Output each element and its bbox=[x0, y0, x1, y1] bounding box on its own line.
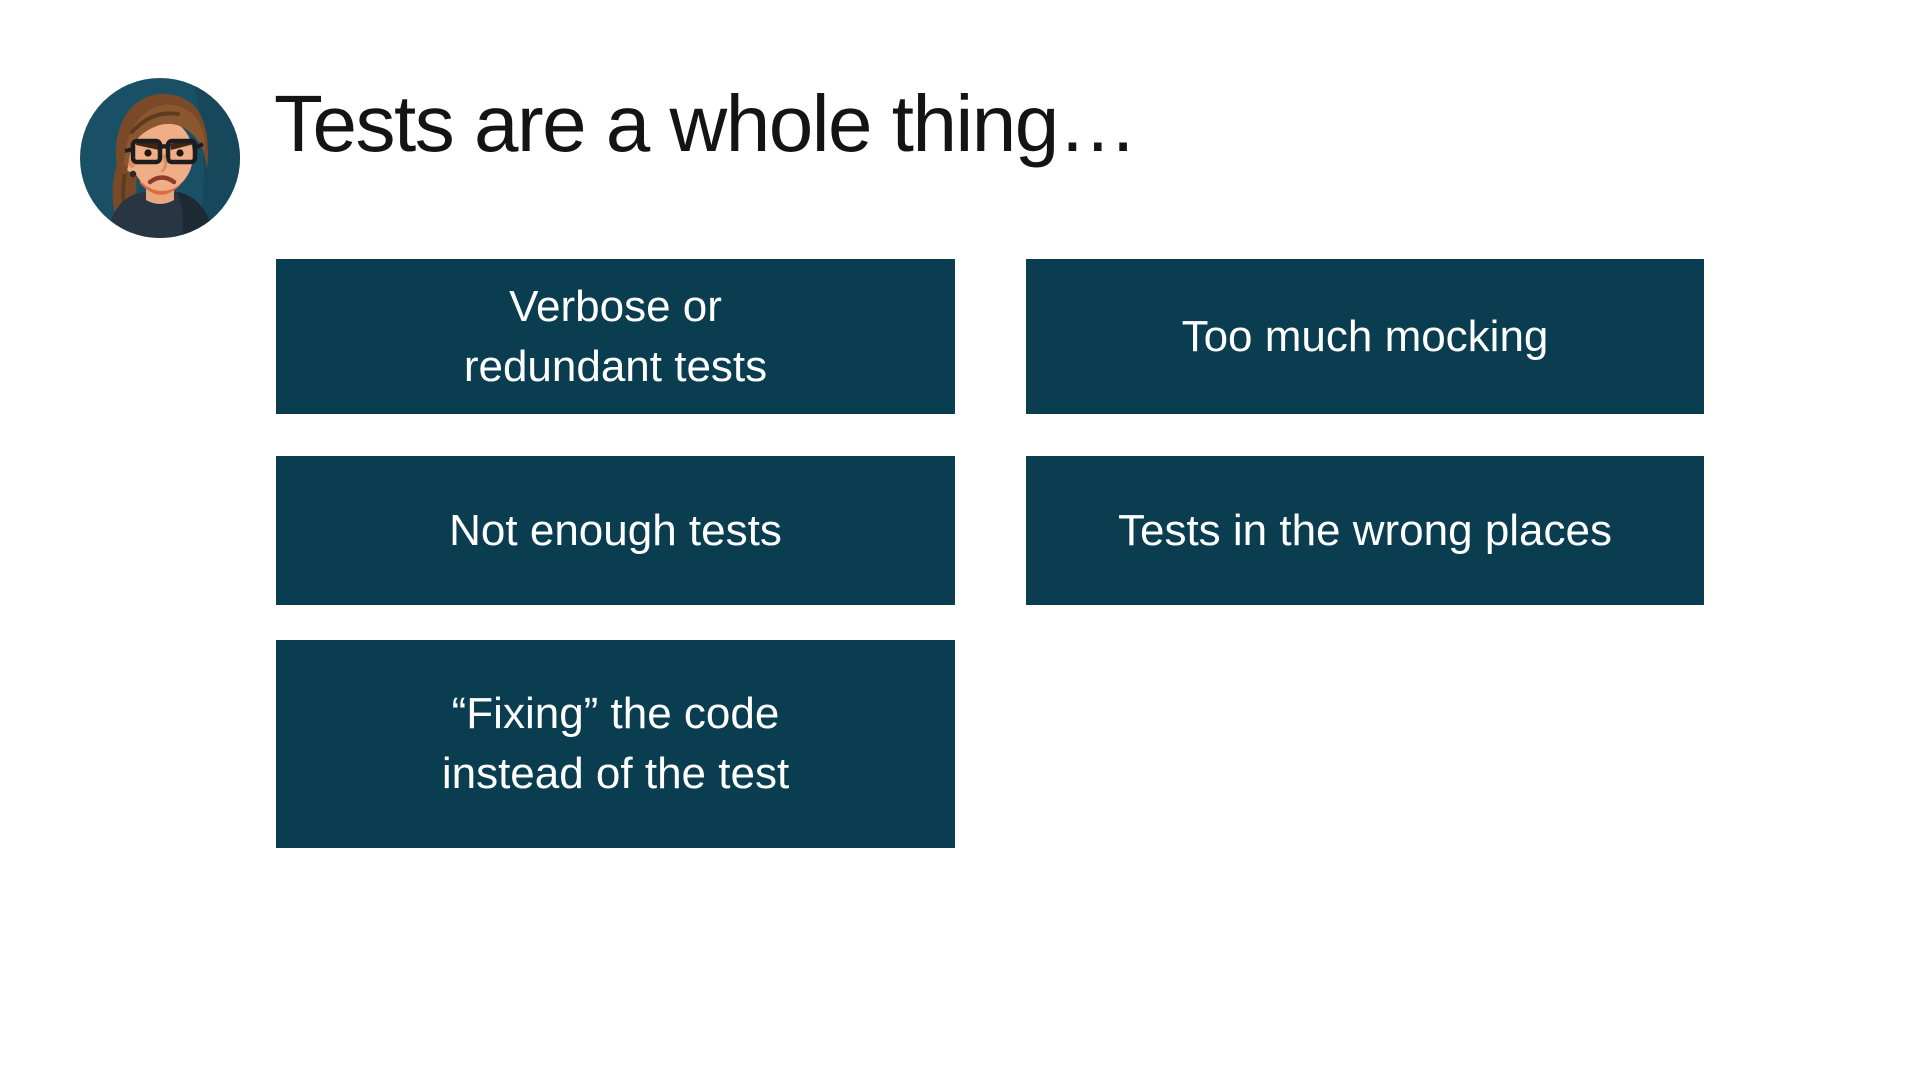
box-verbose-or-redundant-tests: Verbose or redundant tests bbox=[276, 259, 955, 414]
box-line: Not enough tests bbox=[449, 505, 782, 555]
box-line: Too much mocking bbox=[1181, 311, 1549, 361]
annoyed-woman-avatar-icon bbox=[80, 78, 240, 238]
box-tests-in-the-wrong-places: Tests in the wrong places bbox=[1026, 456, 1704, 605]
box-line: Verbose or bbox=[509, 281, 722, 331]
box-too-much-mocking: Too much mocking bbox=[1026, 259, 1704, 414]
box-line: Tests in the wrong places bbox=[1117, 505, 1613, 555]
box-line: “Fixing” the code bbox=[451, 689, 780, 738]
box-fixing-the-code-instead-of-the-test: “Fixing” the code instead of the test bbox=[276, 640, 955, 848]
box-line: redundant tests bbox=[463, 341, 768, 391]
box-line: instead of the test bbox=[441, 749, 790, 798]
slide-title: Tests are a whole thing… bbox=[274, 79, 1138, 168]
box-not-enough-tests: Not enough tests bbox=[276, 456, 955, 605]
